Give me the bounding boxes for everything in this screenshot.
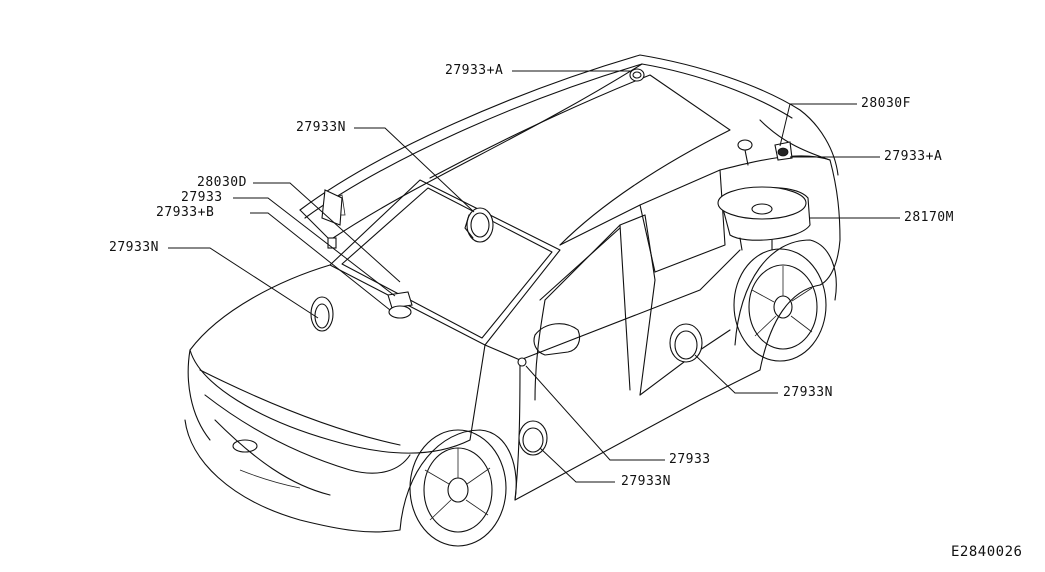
subwoofer-part bbox=[717, 186, 811, 251]
leader-lines bbox=[168, 70, 900, 483]
callout-subwoofer: 28170M bbox=[904, 210, 954, 225]
rear-door-speaker-part bbox=[669, 323, 703, 363]
callout-rear-door-speaker: 27933N bbox=[783, 385, 833, 400]
callout-rear-antenna-amp: 28030F bbox=[861, 96, 911, 111]
windshield-speaker-part bbox=[464, 207, 494, 243]
car-outline bbox=[184, 54, 841, 547]
dash-center-tweeter-part bbox=[387, 291, 413, 319]
front-dash-speaker-part bbox=[310, 296, 334, 332]
figure-code: E2840026 bbox=[951, 544, 1023, 560]
dash-amp-part bbox=[321, 189, 343, 249]
rear-antenna-amp-part bbox=[774, 141, 793, 161]
pillar-tweeter-part bbox=[517, 357, 527, 367]
front-lower-speaker-part bbox=[518, 420, 548, 456]
callout-dash-center: 27933+B bbox=[156, 205, 215, 220]
callout-roof-front: 27933+A bbox=[445, 63, 504, 78]
callout-front-door-speaker: 27933N bbox=[109, 240, 159, 255]
callout-dash-tweeter: 27933 bbox=[181, 190, 223, 205]
callout-pillar-tweeter: 27933 bbox=[669, 452, 711, 467]
callout-windshield-speaker: 27933N bbox=[296, 120, 346, 135]
callout-dash-amp: 28030D bbox=[197, 175, 247, 190]
roof-front-grommet bbox=[629, 68, 645, 82]
rear-roof-grommet bbox=[737, 139, 753, 166]
callout-front-lower-speaker: 27933N bbox=[621, 474, 671, 489]
callout-rear-roof: 27933+A bbox=[884, 149, 943, 164]
